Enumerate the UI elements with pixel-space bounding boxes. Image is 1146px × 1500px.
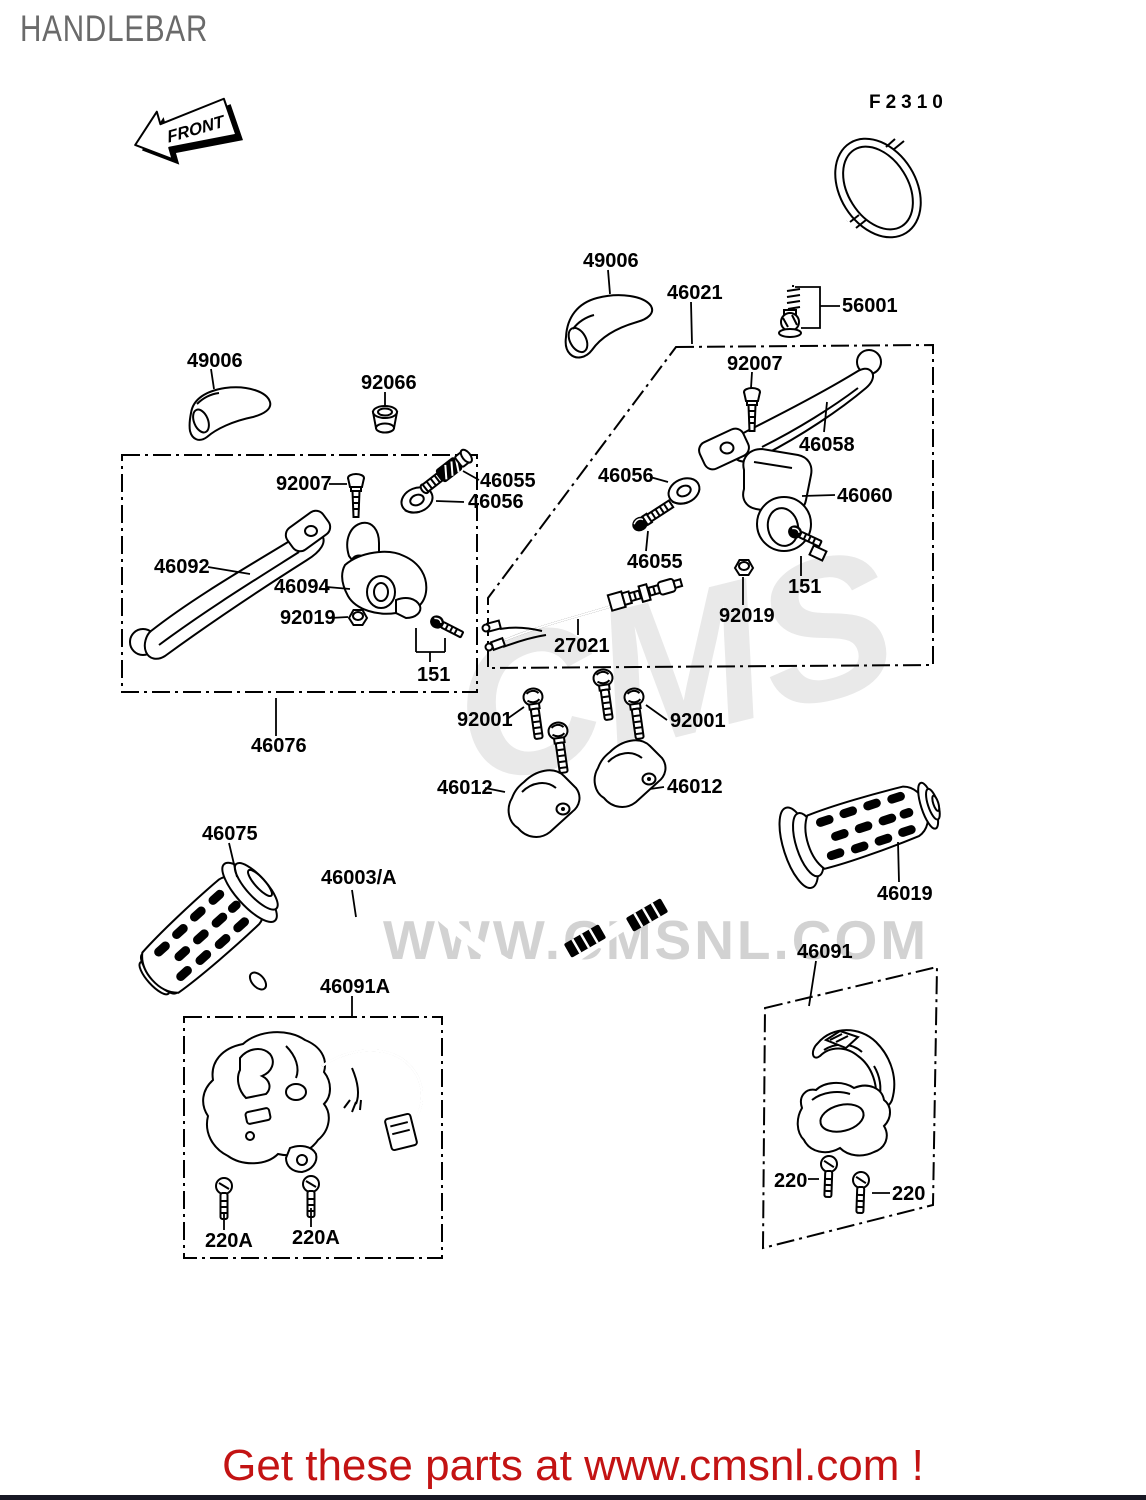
part-label-92019-left: 92019 [280, 607, 336, 629]
part-label-46091A: 46091A [320, 976, 390, 998]
part-label-49006-right: 49006 [583, 250, 639, 272]
part-label-56001: 56001 [842, 295, 898, 317]
part-label-92001-left: 92001 [457, 709, 513, 731]
part-label-46091: 46091 [797, 941, 853, 963]
bar-clamp-right [593, 739, 667, 808]
mirror-assembly [778, 137, 922, 338]
part-label-46058: 46058 [799, 434, 855, 456]
part-label-92019-right: 92019 [719, 605, 775, 627]
left-grip [138, 861, 279, 996]
part-label-92007-left: 92007 [276, 473, 332, 495]
part-label-46094: 46094 [274, 576, 330, 598]
page-title: HANDLEBAR [20, 8, 209, 49]
part-label-151-left: 151 [417, 664, 450, 686]
right-lever-assembly [632, 349, 882, 576]
part-label-46012-left: 46012 [437, 777, 493, 799]
part-label-220-right: 220 [892, 1183, 925, 1205]
part-label-46056-right: 46056 [598, 465, 654, 487]
lever-boot-right [564, 294, 654, 359]
spring-bolt [419, 448, 473, 495]
part-label-46076: 46076 [251, 735, 307, 757]
part-label-49006-left: 49006 [187, 350, 243, 372]
bracket-151-left [415, 628, 446, 662]
knurl-band [626, 898, 668, 932]
part-label-27021: 27021 [554, 635, 610, 657]
clamp-bolt [591, 667, 620, 722]
clamp-bolt [622, 686, 651, 741]
figure-code: F2310 [869, 92, 948, 113]
part-label-46060: 46060 [837, 485, 893, 507]
grip-ribs [154, 889, 249, 982]
clutch-cable [481, 577, 684, 652]
right-grip [778, 781, 941, 889]
front-direction-arrow: FRONT [134, 97, 243, 165]
part-label-151-right: 151 [788, 576, 821, 598]
knurl-band [564, 924, 606, 958]
bar-clamp-left [507, 769, 581, 838]
part-label-92007-right: 92007 [727, 353, 783, 375]
part-label-46019: 46019 [877, 883, 933, 905]
part-label-46012-right: 46012 [667, 776, 723, 798]
leader-lines [207, 269, 900, 1230]
clamp-bolt [546, 720, 575, 775]
right-lever-group-box [487, 343, 934, 670]
left-lever-assembly [129, 448, 473, 660]
part-label-46055-right: 46055 [627, 551, 683, 573]
holder-screw [850, 1170, 871, 1215]
footer-promo-text: Get these parts at www.cmsnl.com ! [222, 1441, 924, 1490]
clamp-bolt [521, 686, 550, 741]
clamp-bolt-46055 [632, 499, 675, 532]
part-label-92001-right: 92001 [670, 710, 726, 732]
lever-boot-left [188, 386, 272, 441]
switch-assembly [202, 1031, 424, 1220]
bottom-strip [0, 1495, 1146, 1500]
part-label-220-left: 220 [774, 1170, 807, 1192]
left-lever-group-box [121, 454, 478, 693]
part-label-92066: 92066 [361, 372, 417, 394]
handlebar-tube [248, 717, 944, 991]
part-label-46075: 46075 [202, 823, 258, 845]
grip-ribs [816, 791, 916, 861]
part-label-46055-left: 46055 [480, 470, 536, 492]
switch-group-box [183, 1016, 443, 1259]
holder-screw [818, 1154, 839, 1199]
part-label-220A-right: 220A [292, 1227, 340, 1249]
part-label-220A-left: 220A [205, 1230, 253, 1252]
plug-cap-92066 [371, 405, 399, 434]
part-label-46056-left: 46056 [468, 491, 524, 513]
holder-halves [796, 1029, 896, 1215]
holder-group-box [761, 965, 939, 1250]
part-label-46092: 46092 [154, 556, 210, 578]
part-label-46021: 46021 [667, 282, 723, 304]
part-label-46003A: 46003/A [321, 867, 397, 889]
pivot-bolt [426, 612, 466, 642]
